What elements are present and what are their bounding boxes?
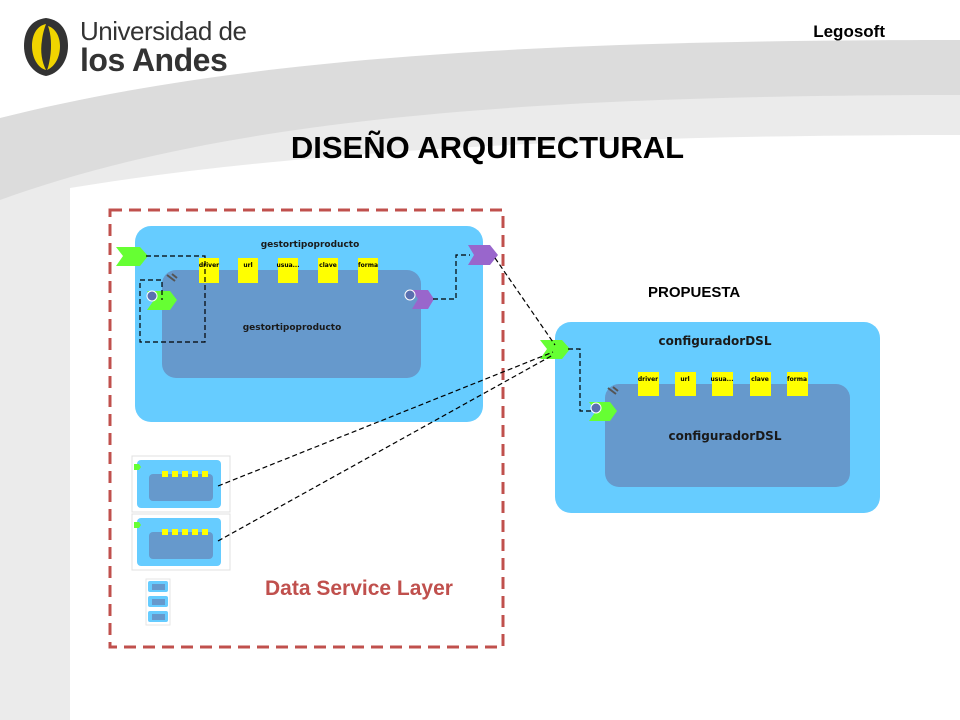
- proposal-label: PROPUESTA: [648, 284, 741, 301]
- company-name: Legosoft: [813, 22, 885, 41]
- left-component-inner: [162, 270, 421, 378]
- right-internal-wiring: [568, 348, 592, 412]
- svg-text:driver: driver: [638, 376, 658, 383]
- right-port-usua[interactable]: usua...: [710, 372, 734, 396]
- left-port-forma[interactable]: forma: [358, 258, 378, 283]
- right-connector-icon: [590, 402, 602, 414]
- left-component-inner-name: gestortipoproducto: [243, 323, 342, 333]
- right-port-forma[interactable]: forma: [787, 372, 808, 396]
- left-wrench-icon: [166, 273, 178, 282]
- svg-text:url: url: [243, 262, 252, 269]
- university-logo: [18, 14, 228, 78]
- university-emblem-icon: [24, 18, 68, 76]
- svg-text:forma: forma: [787, 376, 807, 383]
- logo-text-line1: Universidad de: [80, 16, 247, 46]
- svg-text:clave: clave: [319, 262, 337, 269]
- right-component-inner-name: configuradorDSL: [669, 429, 782, 443]
- svg-text:driver: driver: [199, 262, 219, 269]
- svg-text:usua...: usua...: [710, 376, 733, 383]
- thumbnail-component-1[interactable]: [131, 455, 231, 513]
- right-port-clave[interactable]: clave: [750, 372, 771, 396]
- svg-text:url: url: [680, 376, 689, 383]
- svg-text:forma: forma: [358, 262, 378, 269]
- logo-text-line2: los Andes: [80, 42, 228, 78]
- thumbnail-stack[interactable]: [145, 578, 171, 626]
- right-port-url[interactable]: url: [675, 372, 696, 396]
- left-out-connector-icon: [404, 289, 416, 301]
- right-port-driver[interactable]: driver: [638, 372, 659, 396]
- left-component-outer-name: gestortipoproducto: [261, 240, 360, 250]
- left-inner-output-arrow[interactable]: [412, 290, 434, 309]
- left-internal-wiring: [139, 255, 206, 343]
- left-port-usua[interactable]: usua...: [276, 258, 300, 283]
- left-port-clave[interactable]: clave: [318, 258, 338, 283]
- connection-left-to-right: [494, 257, 556, 346]
- left-connector-icon: [146, 290, 158, 302]
- right-component-outer-name: configuradorDSL: [659, 334, 772, 348]
- left-output-arrow[interactable]: [468, 245, 498, 265]
- right-wrench-icon: [607, 386, 619, 395]
- svg-text:clave: clave: [751, 376, 769, 383]
- svg-text:usua...: usua...: [276, 262, 299, 269]
- data-service-layer-boundary: [108, 208, 505, 649]
- left-input-arrow[interactable]: [116, 247, 148, 266]
- page-title: DISEÑO ARQUITECTURAL: [290, 130, 685, 165]
- left-port-url[interactable]: url: [238, 258, 258, 283]
- right-component-inner: [605, 384, 850, 487]
- left-output-wiring: [433, 254, 470, 300]
- left-port-driver[interactable]: driver: [199, 258, 219, 283]
- thumbnail-component-2[interactable]: [131, 513, 231, 571]
- data-service-layer-label: Data Service Layer: [265, 577, 453, 600]
- connection-thumb1-to-right: [217, 351, 554, 487]
